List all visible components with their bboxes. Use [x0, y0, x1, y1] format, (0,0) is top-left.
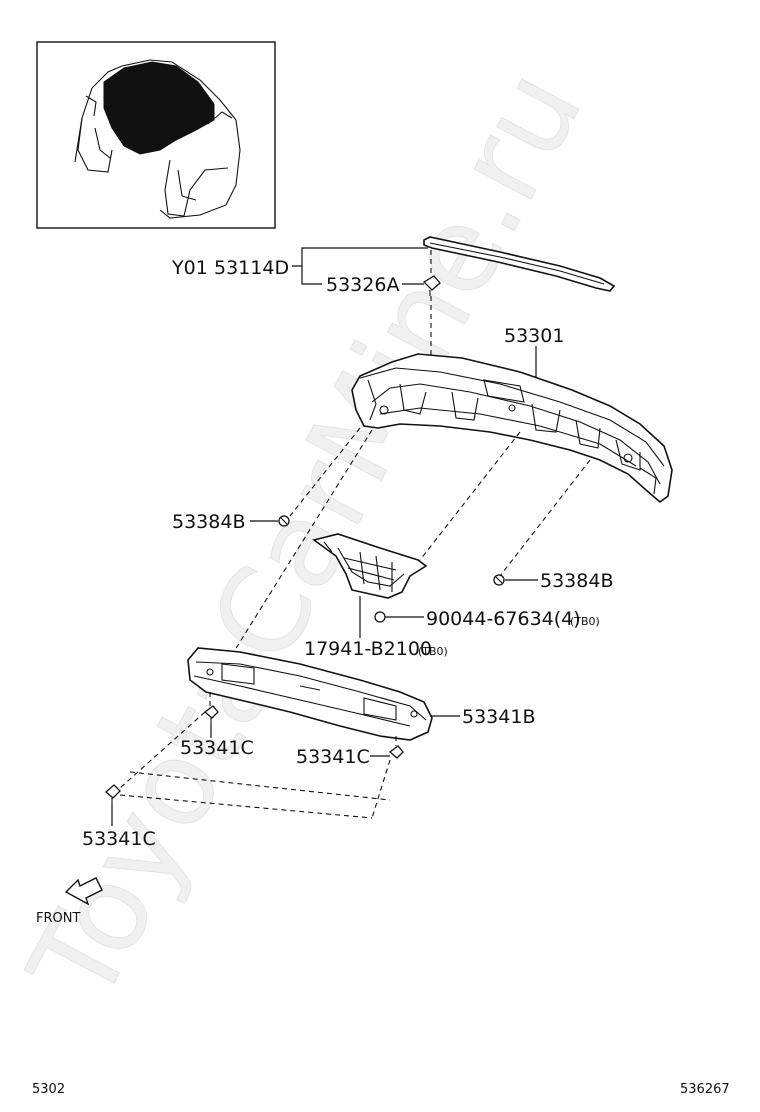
bolt-striker [374, 611, 386, 623]
hood-panel [351, 353, 673, 504]
dash-hood-insulator [209, 429, 373, 691]
label-insulator: 53341B [462, 706, 535, 728]
front-label: FRONT [36, 911, 80, 926]
label-bolt-striker: 90044-67634(4) [426, 608, 581, 630]
label-striker: 17941-B2100 [304, 638, 432, 660]
leader-molding [292, 247, 428, 267]
bolt-left [278, 515, 290, 527]
dash-hood-bolt-right [499, 459, 591, 577]
dash-clip-c-bottom [119, 794, 373, 819]
clip-b [388, 745, 404, 759]
dash-clip-b-corner [371, 759, 391, 819]
footer-right-code: 536267 [680, 1082, 730, 1097]
label-bolt-left: 53384B [172, 511, 245, 533]
label-bolt-right: 53384B [540, 570, 613, 592]
bolt-right [493, 574, 505, 586]
vehicle-inset [36, 41, 276, 229]
leader-molding-clip-branch [301, 266, 322, 285]
label-hood: 53301 [504, 325, 564, 347]
vehicle-front-illustration [74, 59, 241, 219]
label-clip-c: 53341C [82, 828, 156, 850]
clip-53326a [422, 275, 441, 296]
label-molding: 53114D [214, 257, 289, 279]
clip-a [203, 705, 219, 724]
label-striker-suffix: (TB0) [418, 645, 448, 658]
striker [312, 533, 428, 599]
hood-molding [423, 236, 616, 292]
front-arrow-icon [64, 877, 103, 906]
dash-hood-bolt-left [289, 427, 361, 517]
clip-c [105, 784, 121, 806]
label-clip-top: 53326A [326, 274, 399, 296]
hood-highlight [103, 61, 215, 155]
label-clip-b: 53341C [296, 746, 370, 768]
dash-clip-c-corner [129, 771, 391, 801]
hood-insulator [187, 647, 433, 741]
dash-hood-striker [419, 431, 521, 561]
footer-left-code: 5302 [32, 1082, 65, 1097]
label-molding-prefix: Y01 [171, 257, 208, 279]
label-bolt-striker-suffix: (TB0) [570, 615, 600, 628]
label-clip-a: 53341C [180, 737, 254, 759]
dash-clip-a-clip-c [119, 711, 206, 789]
